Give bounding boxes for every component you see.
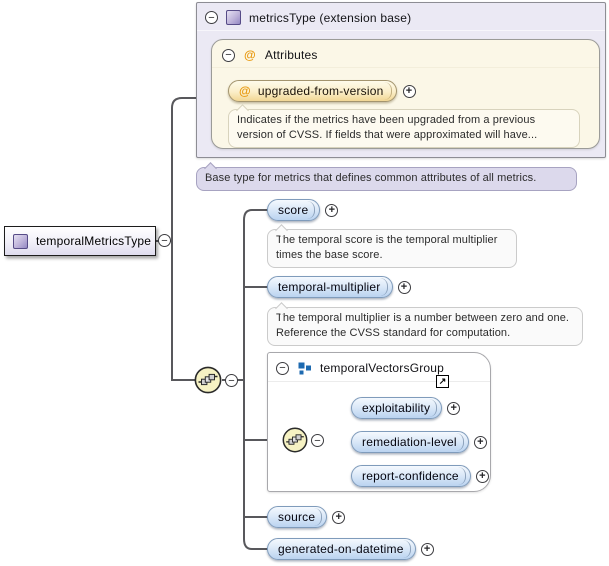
element-row-generated-on-datetime: generated-on-datetime + [267, 538, 434, 560]
element-row-report-confidence: report-confidence + [351, 465, 489, 487]
sequence-icon[interactable] [282, 427, 308, 453]
collapse-icon[interactable]: − [311, 434, 324, 447]
attributes-section-label: Attributes [264, 48, 318, 62]
complex-type-icon [226, 10, 241, 25]
attributes-section: − @ Attributes @ upgraded-from-version +… [211, 39, 600, 149]
attribute-at-icon: @ [244, 48, 256, 62]
expand-icon[interactable]: + [420, 542, 434, 556]
score-doc-bubble: The temporal score is the temporal multi… [267, 229, 517, 268]
expand-icon[interactable]: + [447, 401, 461, 415]
root-element-label: temporalMetricsType [36, 234, 152, 248]
collapse-icon[interactable]: − [205, 11, 218, 24]
attribute-label: upgraded-from-version [257, 83, 384, 98]
collapse-icon[interactable]: − [158, 234, 171, 247]
attributes-header: − @ Attributes [212, 40, 599, 68]
element-pill-report-confidence[interactable]: report-confidence [351, 465, 471, 487]
group-header: − temporalVectorsGroup [268, 353, 490, 382]
element-row-exploitability: exploitability + [351, 397, 461, 419]
element-temporalMetricsType[interactable]: temporalMetricsType [4, 226, 156, 256]
element-pill-generated-on-datetime[interactable]: generated-on-datetime [267, 538, 416, 560]
element-row-temporal-multiplier: temporal-multiplier + [267, 276, 411, 298]
element-pill-exploitability[interactable]: exploitability [351, 397, 443, 419]
collapse-icon[interactable]: − [222, 48, 235, 62]
extension-base-title: metricsType (extension base) [249, 10, 412, 25]
expand-icon[interactable]: + [325, 203, 339, 217]
group-title: temporalVectorsGroup [320, 361, 445, 375]
attribute-pill-upgraded-from-version[interactable]: @ upgraded-from-version [228, 80, 397, 102]
collapse-icon[interactable]: − [225, 374, 238, 387]
element-pill-score[interactable]: score [267, 199, 321, 221]
collapse-icon[interactable]: − [276, 361, 289, 375]
complex-type-icon [13, 233, 28, 249]
element-row-score: score + [267, 199, 339, 221]
base-type-annotation: Base type for metrics that defines commo… [196, 167, 577, 191]
extension-base-header: − metricsType (extension base) [197, 3, 605, 31]
sequence-icon[interactable] [194, 366, 222, 394]
expand-icon[interactable]: + [475, 469, 489, 483]
expand-icon[interactable]: + [332, 510, 346, 524]
element-pill-temporal-multiplier[interactable]: temporal-multiplier [267, 276, 393, 298]
element-pill-remediation-level[interactable]: remediation-level [351, 431, 469, 453]
attribute-row: @ upgraded-from-version + [228, 80, 416, 102]
expand-icon[interactable]: + [473, 435, 487, 449]
expand-icon[interactable]: + [397, 280, 411, 294]
attribute-at-icon: @ [239, 83, 251, 98]
element-row-source: source + [267, 506, 346, 528]
group-icon [298, 362, 311, 374]
element-pill-source[interactable]: source [267, 506, 328, 528]
element-row-remediation-level: remediation-level + [351, 431, 487, 453]
extension-base-panel: − metricsType (extension base) − @ Attri… [196, 2, 606, 158]
group-reference-arrow-icon[interactable]: ↗ [436, 375, 449, 388]
attribute-doc-bubble: Indicates if the metrics have been upgra… [228, 109, 580, 148]
expand-icon[interactable]: + [402, 84, 416, 98]
temporal-multiplier-doc-bubble: The temporal multiplier is a number betw… [267, 307, 583, 346]
